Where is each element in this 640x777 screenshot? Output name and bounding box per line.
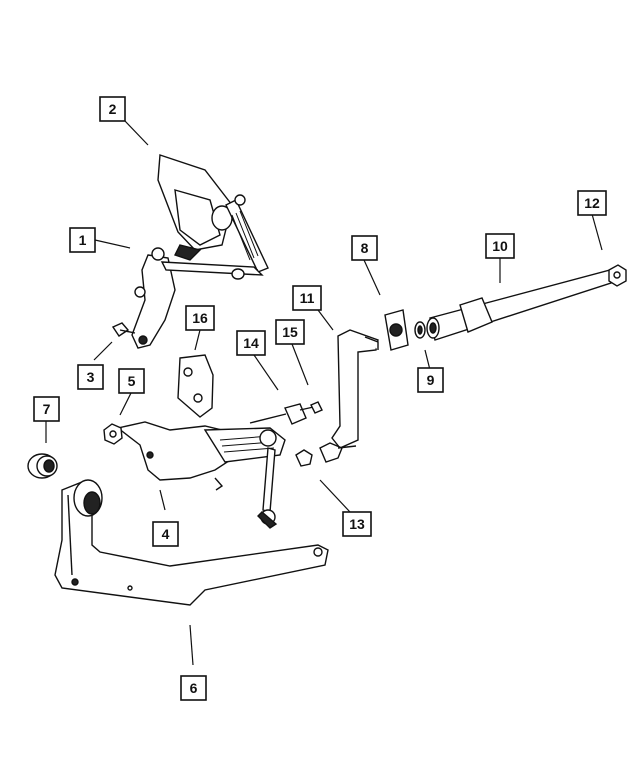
callout-2: 2	[99, 96, 126, 122]
callout-label: 7	[43, 401, 51, 417]
callout-label: 16	[192, 310, 208, 326]
callout-13: 13	[342, 511, 372, 537]
callout-9: 9	[417, 367, 444, 393]
callout-label: 2	[109, 101, 117, 117]
link-rod	[257, 447, 278, 529]
part-16-plate	[177, 354, 214, 418]
callout-label: 13	[349, 516, 365, 532]
callout-label: 1	[79, 232, 87, 248]
part-15-connector	[249, 401, 323, 425]
part-12-nut	[608, 264, 627, 287]
leader-12	[591, 213, 603, 251]
leader-13	[319, 479, 351, 513]
leader-lines	[45, 120, 603, 666]
callout-16: 16	[185, 305, 215, 331]
callout-14: 14	[236, 330, 266, 356]
callout-4: 4	[152, 521, 179, 547]
callout-1: 1	[69, 227, 96, 253]
part-7-bushing	[27, 453, 58, 479]
leader-14	[253, 354, 279, 391]
callout-label: 8	[361, 240, 369, 256]
leader-15	[291, 343, 309, 386]
leader-4	[159, 489, 166, 511]
callout-12: 12	[577, 190, 607, 216]
leader-16	[194, 329, 201, 351]
callout-label: 15	[282, 324, 298, 340]
callout-label: 3	[87, 369, 95, 385]
part-1-link-arm	[131, 247, 264, 349]
part-9-washer	[414, 321, 426, 339]
callout-label: 6	[190, 680, 198, 696]
callout-label: 9	[427, 372, 435, 388]
part-4-bracket	[116, 421, 286, 491]
part-3-bolt	[111, 322, 136, 337]
callout-label: 5	[128, 373, 136, 389]
part-5-nut	[103, 423, 123, 445]
callout-15: 15	[275, 319, 305, 345]
leader-11	[317, 309, 334, 331]
part-10-rod	[426, 269, 615, 341]
callout-10: 10	[485, 233, 515, 259]
part-8-clip-plate	[384, 309, 409, 351]
part-11-l-link	[295, 329, 379, 467]
callout-label: 14	[243, 335, 259, 351]
leader-6	[189, 624, 194, 666]
leader-1	[94, 239, 131, 249]
callout-3: 3	[77, 364, 104, 390]
callout-11: 11	[292, 285, 322, 311]
callout-6: 6	[180, 675, 207, 701]
callout-label: 11	[300, 290, 315, 306]
part-6-large-bracket	[54, 479, 329, 606]
leader-8	[363, 259, 381, 296]
leader-9	[424, 349, 431, 371]
callout-8: 8	[351, 235, 378, 261]
part-2-height-sensor	[157, 154, 269, 273]
callout-7: 7	[33, 396, 60, 422]
callout-5: 5	[118, 368, 145, 394]
leader-3	[93, 341, 113, 361]
callout-label: 12	[584, 195, 600, 211]
callout-label: 4	[162, 526, 170, 542]
leader-2	[124, 120, 149, 146]
callout-label: 10	[492, 238, 508, 254]
